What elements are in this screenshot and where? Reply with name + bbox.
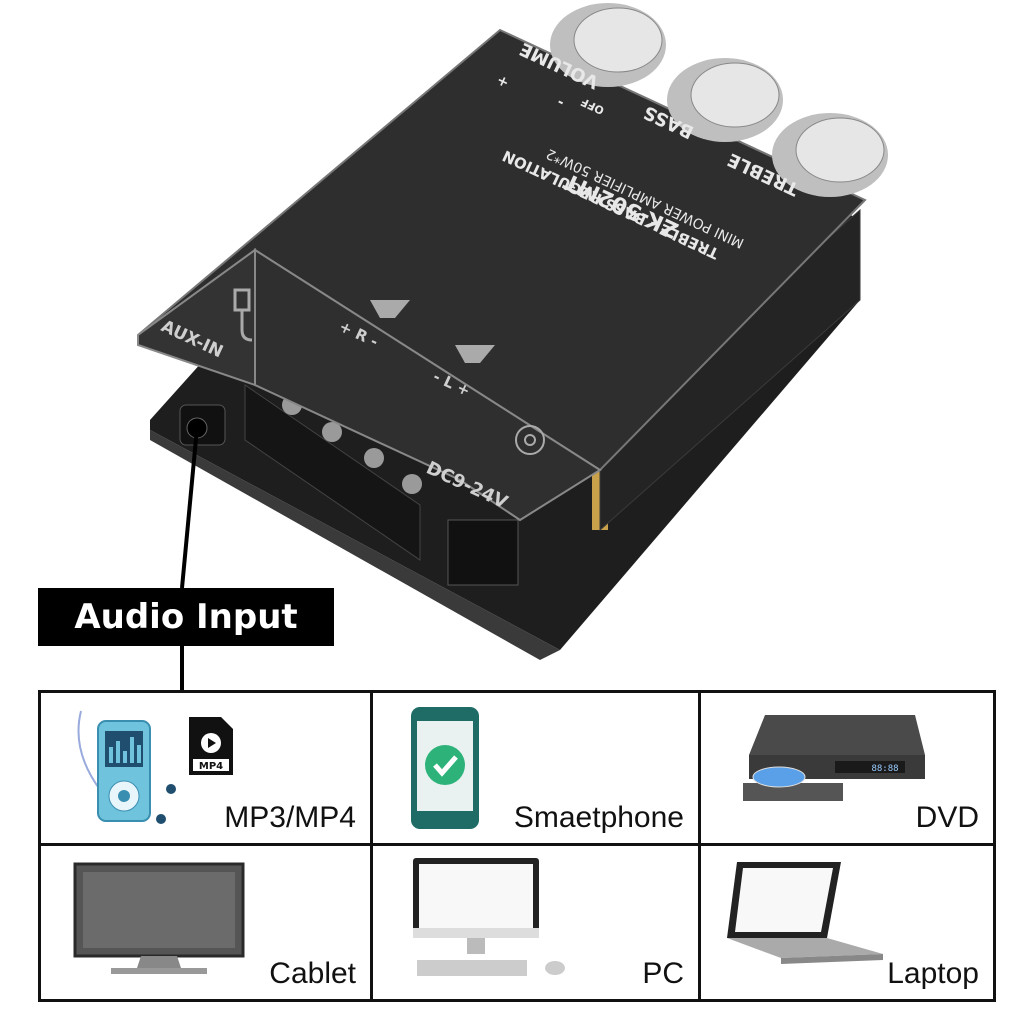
aux-plug-icon [233, 288, 253, 342]
source-cell-smartphone: Smaetphone [373, 693, 701, 846]
source-label-smartphone: Smaetphone [513, 801, 684, 834]
audio-source-grid: MP4 MP3/MP4 Smaetphone 88:88 DVD [38, 690, 996, 1002]
dc-jack [447, 519, 519, 586]
terminal-block [244, 384, 421, 561]
speaker-l-icon [455, 345, 495, 363]
knob-bass[interactable] [667, 58, 783, 142]
dc-polarity-icon [515, 425, 545, 455]
source-cell-tv: Cablet [41, 846, 373, 999]
tv-icon [73, 862, 245, 974]
source-cell-dvd: 88:88 DVD [701, 693, 993, 846]
source-cell-pc: PC [373, 846, 701, 999]
source-label-tv: Cablet [269, 957, 356, 990]
laptop-icon [727, 862, 883, 964]
callout-leader [180, 427, 199, 589]
knob-volume[interactable] [550, 3, 666, 87]
source-cell-mp3: MP4 MP3/MP4 [41, 693, 373, 846]
smartphone-icon [411, 707, 479, 829]
amplifier-board: VOLUME BASS TREBLE + - OFF ZK-502MT TREB… [137, 3, 888, 690]
knob-treble[interactable] [772, 113, 888, 197]
source-label-pc: PC [642, 957, 684, 990]
source-cell-laptop: Laptop [701, 846, 993, 999]
source-label-laptop: Laptop [887, 957, 979, 990]
dvd-player-icon: 88:88 [743, 715, 925, 801]
source-label-mp3: MP3/MP4 [224, 801, 356, 834]
svg-text:MP4: MP4 [199, 761, 223, 772]
desktop-pc-icon [413, 858, 565, 976]
speaker-r-icon [370, 300, 410, 318]
mp4-file-icon: MP4 [189, 717, 233, 775]
mp3-player-icon [77, 710, 176, 824]
audio-input-callout: Audio Input [38, 588, 334, 646]
source-label-dvd: DVD [915, 801, 979, 834]
svg-text:88:88: 88:88 [871, 764, 898, 774]
